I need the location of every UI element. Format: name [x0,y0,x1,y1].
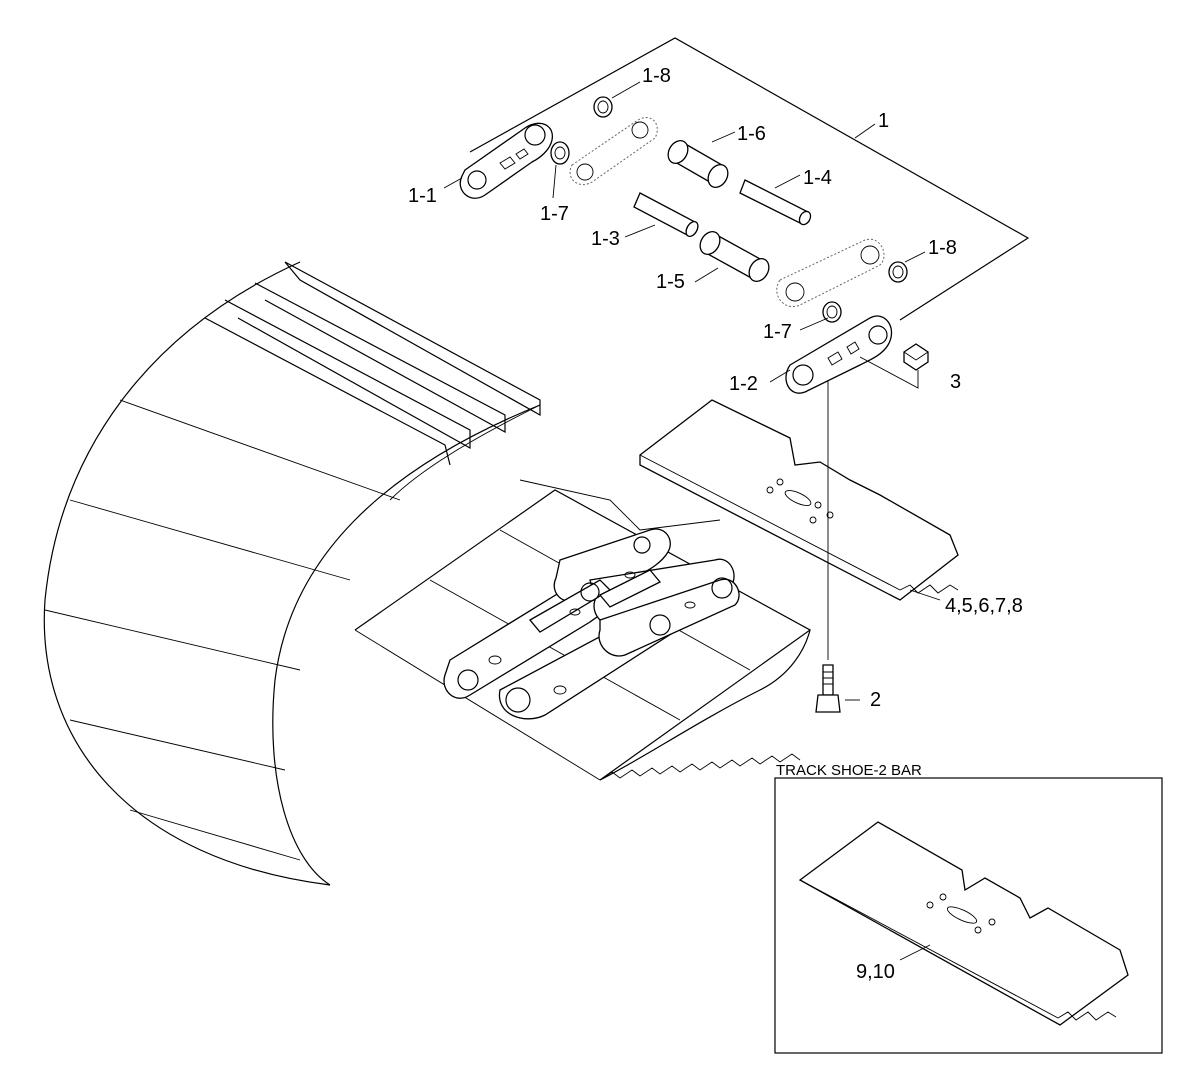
label-1-6: 1-6 [737,123,766,145]
part-4-track-shoe [639,399,959,601]
leader-lines [443,81,941,701]
label-1-5: 1-5 [656,271,685,293]
track-chain [443,528,740,720]
part-1-4-pin [739,179,812,226]
part-1-2-link [785,315,893,394]
part-1-8-seal-right [888,261,908,283]
track-belt [43,261,812,886]
label-2: 2 [870,689,881,711]
label-1-8-top: 1-8 [642,65,671,87]
label-4-5-6-7-8: 4,5,6,7,8 [945,595,1023,617]
part-1-6-bushing [667,140,729,188]
label-1: 1 [878,110,889,132]
part-3-nut [903,343,929,371]
part-1-5-bushing [699,231,770,282]
inset-track-shoe-2-bar: TRACK SHOE-2 BAR 9,10 [774,762,1163,1054]
label-1-7-right: 1-7 [763,321,792,343]
label-1-7-top: 1-7 [540,203,569,225]
inset-title: TRACK SHOE-2 BAR [776,762,922,779]
part-1-8-seal-top [593,96,613,118]
inset-frame [774,777,1163,1054]
part-1-7-seal-right [822,301,842,323]
label-9-10: 9,10 [856,961,895,983]
leader-1 [854,123,876,139]
part-link-ghost-top [569,117,658,186]
leader-3 [859,356,919,389]
label-1-1: 1-1 [408,185,437,207]
part-2-bolt [815,664,841,713]
part-link-ghost-right [776,238,885,308]
part-1-7-seal-top [550,141,570,165]
part-1-3-pin [633,192,699,238]
label-1-4: 1-4 [803,167,832,189]
label-1-2: 1-2 [729,373,758,395]
group-bracket-1 [469,37,1030,321]
label-1-3: 1-3 [591,228,620,250]
label-3: 3 [950,371,961,393]
part-1-1-link [459,122,553,199]
label-1-8-right: 1-8 [928,237,957,259]
